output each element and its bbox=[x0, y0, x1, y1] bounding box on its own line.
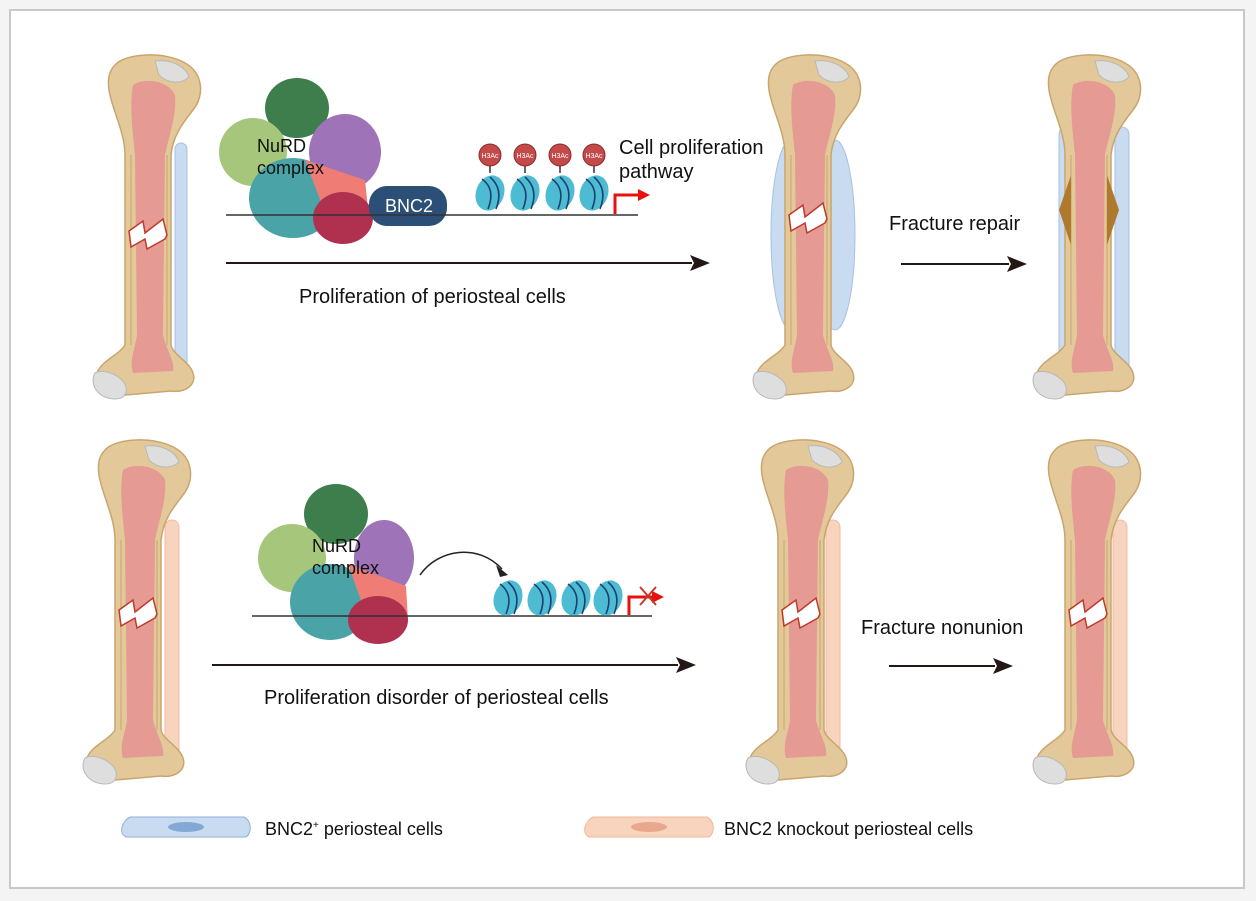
promoter-blocked-arrow-icon bbox=[627, 586, 664, 615]
pathway-label-line2: pathway bbox=[619, 161, 694, 183]
legend-cell-knockout-icon bbox=[584, 816, 714, 838]
callus bbox=[1059, 175, 1071, 245]
process-arrow-top bbox=[226, 255, 710, 271]
outcome-arrow-top bbox=[901, 256, 1027, 272]
legend-label-suffix: periosteal cells bbox=[318, 819, 443, 839]
bnc2-label: BNC2 bbox=[385, 196, 433, 216]
nucleosome-3 bbox=[555, 575, 597, 621]
subunit-crimson bbox=[348, 596, 408, 644]
callus bbox=[1107, 175, 1119, 245]
nucleosome-1 bbox=[487, 575, 529, 621]
subunit-crimson bbox=[313, 192, 373, 244]
nurd-label-line2: complex bbox=[257, 158, 324, 178]
legend-label-prefix: BNC2 bbox=[265, 819, 314, 839]
bone-fractured-bottom-left bbox=[82, 439, 192, 785]
dna-strand-bottom bbox=[252, 615, 652, 617]
bone-fractured-top-left bbox=[92, 54, 202, 400]
figure-frame bbox=[9, 9, 1245, 889]
legend-bnc2-positive-label: BNC2+ periosteal cells bbox=[265, 819, 443, 840]
nucleosome-4 bbox=[587, 575, 629, 621]
legend-label-sup: + bbox=[313, 820, 319, 831]
nucleosome-2 bbox=[504, 143, 546, 216]
nurd-label-line1: NuRD bbox=[312, 536, 361, 556]
pathway-label-line1: Cell proliferation bbox=[619, 137, 764, 159]
nucleosome-2 bbox=[521, 575, 563, 621]
acetylated-nucleosomes bbox=[469, 143, 615, 216]
deacetylation-curved-arrow-icon bbox=[419, 551, 508, 577]
nucleosome-1 bbox=[469, 143, 511, 216]
deacetylated-nucleosomes bbox=[487, 575, 629, 621]
nucleosome-4 bbox=[573, 143, 615, 216]
legend-cell-bnc2-positive-icon bbox=[121, 816, 251, 838]
proliferation-caption: Proliferation of periosteal cells bbox=[299, 286, 566, 308]
process-arrow-bottom bbox=[212, 657, 696, 673]
bone-nonunion-right bbox=[1032, 439, 1142, 785]
bone-proliferating-periosteum bbox=[752, 54, 862, 400]
proliferation-disorder-caption: Proliferation disorder of periosteal cel… bbox=[264, 687, 609, 709]
outcome-arrow-bottom bbox=[889, 658, 1013, 674]
bone-nonunion-middle bbox=[745, 439, 855, 785]
nucleosome-3 bbox=[539, 143, 581, 216]
nurd-label-line2: complex bbox=[312, 558, 379, 578]
dna-strand-top bbox=[226, 214, 638, 216]
promoter-active-arrow-icon bbox=[613, 189, 650, 214]
fracture-repair-label: Fracture repair bbox=[889, 213, 1021, 235]
fracture-nonunion-label: Fracture nonunion bbox=[861, 617, 1024, 639]
bone-healed bbox=[1032, 54, 1142, 400]
subunit-dark-green bbox=[304, 484, 368, 544]
nurd-label-line1: NuRD bbox=[257, 136, 306, 156]
nurd-complex-bnc2-top: BNC2 NuRD complex bbox=[219, 78, 447, 244]
legend-knockout-label: BNC2 knockout periosteal cells bbox=[724, 819, 974, 839]
bnc2-protein bbox=[369, 186, 447, 226]
subunit-dark-green bbox=[265, 78, 329, 138]
nurd-complex-bottom: NuRD complex bbox=[258, 484, 414, 644]
